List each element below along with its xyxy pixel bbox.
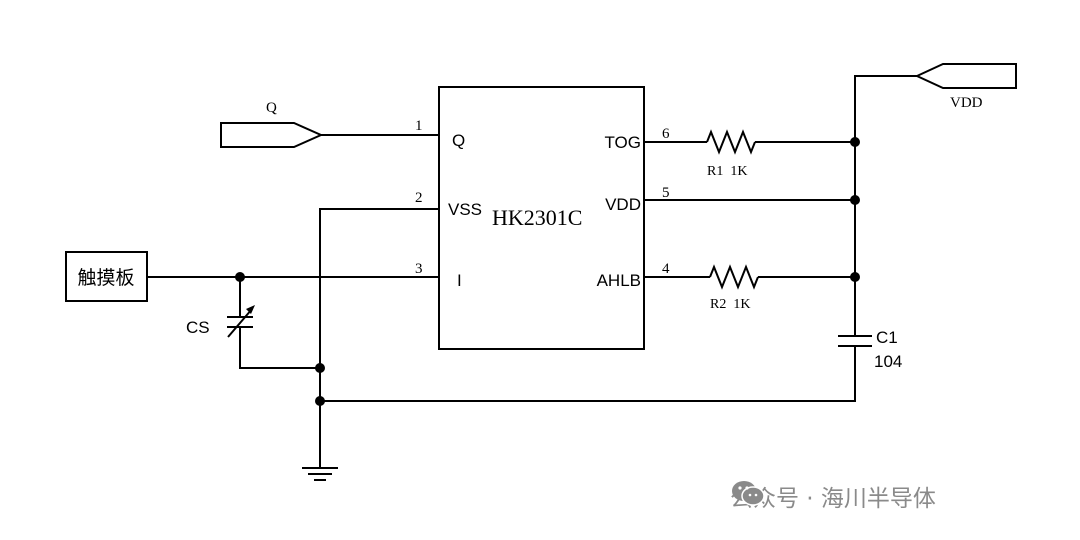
pin-label-i: I	[457, 271, 462, 290]
vdd-port-label: VDD	[950, 95, 983, 111]
r1-label: R1 1K	[707, 164, 747, 179]
pin-label-vdd: VDD	[605, 195, 641, 214]
cs-arrow-shaft	[227, 308, 253, 338]
q-port-label: Q	[266, 100, 277, 116]
touch-pad-box	[65, 251, 148, 302]
junction-vdd	[850, 195, 860, 205]
cs-arrow-head	[246, 305, 255, 314]
wire-cs-bottom	[239, 327, 320, 369]
junction-cs	[315, 363, 325, 373]
pin-label-vss: VSS	[448, 200, 482, 219]
pin-number-1: 1	[415, 118, 423, 134]
q-port	[220, 122, 324, 148]
watermark: 公众号 · 海川半导体	[730, 478, 936, 514]
pin-number-6: 6	[662, 126, 670, 142]
ic-body	[438, 86, 645, 350]
vdd-port	[914, 63, 1017, 89]
pin-number-4: 4	[662, 261, 670, 277]
pin-label-tog: TOG	[604, 133, 641, 152]
junction-ahlb	[850, 272, 860, 282]
pin-number-3: 3	[415, 261, 423, 277]
c1-value: 104	[874, 352, 902, 371]
wechat-icon	[732, 481, 765, 506]
pin-number-5: 5	[662, 185, 670, 201]
watermark-text: 公众号 · 海川半导体	[730, 486, 936, 512]
pin-number-2: 2	[415, 190, 423, 206]
cs-label: CS	[186, 318, 210, 337]
wire-vss	[319, 208, 439, 468]
r2-label: R2 1K	[710, 297, 750, 312]
touch-pad-label: 触摸板	[77, 267, 134, 289]
wire-bottom	[320, 346, 856, 402]
wire-vdd-bus	[854, 75, 917, 336]
resistor-r1	[706, 129, 756, 155]
ic-name: HK2301C	[492, 205, 582, 230]
junction-tog	[850, 137, 860, 147]
resistor-r2	[709, 264, 759, 290]
pin-label-ahlb: AHLB	[597, 271, 641, 290]
pin-label-q: Q	[452, 131, 465, 150]
c1-name: C1	[876, 328, 898, 347]
